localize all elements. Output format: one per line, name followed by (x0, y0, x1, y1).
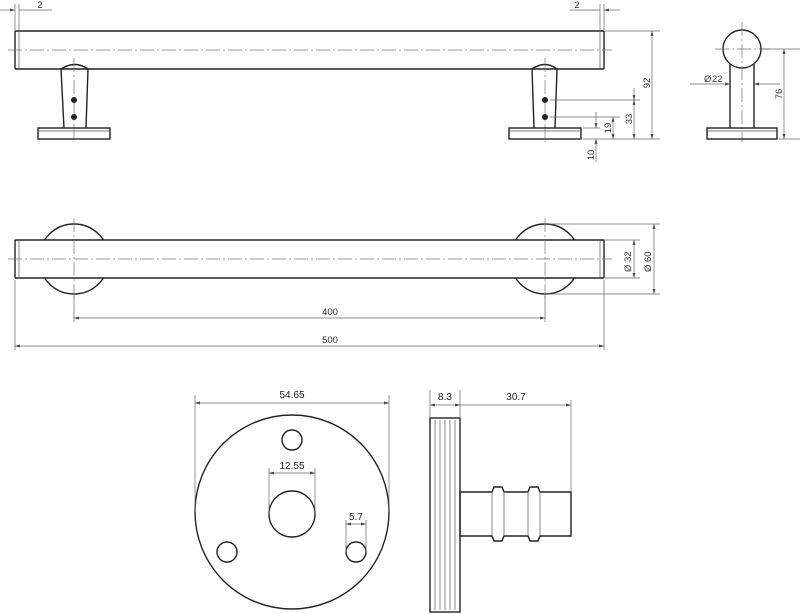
front-view: 2 2 92 33 19 10 (0, 0, 660, 162)
dim-height-76: 76 (774, 89, 785, 100)
left-post (60, 68, 89, 129)
dim-flange-diameter: 54.65 (279, 390, 304, 401)
screw-hole-right-icon (345, 541, 367, 563)
screw-hole-icon (542, 97, 548, 103)
dim-screw-hole: 5.7 (349, 512, 363, 523)
dim-end-gap-right: 2 (574, 0, 579, 11)
dim-center-hole: 12.55 (279, 461, 304, 472)
dim-height-33: 33 (624, 114, 635, 125)
dim-dia-22: 22 (712, 74, 723, 85)
side-view: Ø 22 76 (690, 22, 800, 142)
screw-hole-icon (71, 97, 77, 103)
right-post (531, 68, 558, 129)
center-hole-icon (268, 490, 316, 538)
dim-height-19: 19 (603, 123, 614, 134)
right-flange (508, 127, 582, 140)
post-side (459, 486, 572, 542)
screw-hole-icon (71, 114, 77, 120)
side-flange (706, 127, 778, 140)
dia-32-symbol: Ø (623, 264, 634, 272)
left-flange (37, 127, 111, 140)
dim-height-92: 92 (642, 78, 653, 89)
dia-60-symbol: Ø (643, 264, 654, 272)
post-detail: 8.3 30.7 (429, 390, 572, 613)
dim-flange-thickness: 8.3 (438, 392, 452, 403)
dim-height-10: 10 (586, 150, 597, 161)
dia-22-symbol: Ø (704, 74, 712, 85)
flange-detail: 54.65 12.55 5.7 (194, 390, 390, 610)
dim-overall-length: 500 (322, 335, 338, 346)
dim-dia-32: 32 (623, 251, 634, 262)
dim-post-length: 30.7 (506, 392, 526, 403)
screw-hole-left-icon (216, 541, 238, 563)
dim-dia-60: 60 (643, 251, 654, 262)
screw-hole-top-icon (281, 429, 303, 451)
dim-center-distance: 400 (322, 307, 338, 318)
dim-end-gap-left: 2 (37, 0, 42, 11)
top-view: Ø 32 Ø 60 400 500 (8, 218, 660, 350)
screw-hole-icon (542, 114, 548, 120)
